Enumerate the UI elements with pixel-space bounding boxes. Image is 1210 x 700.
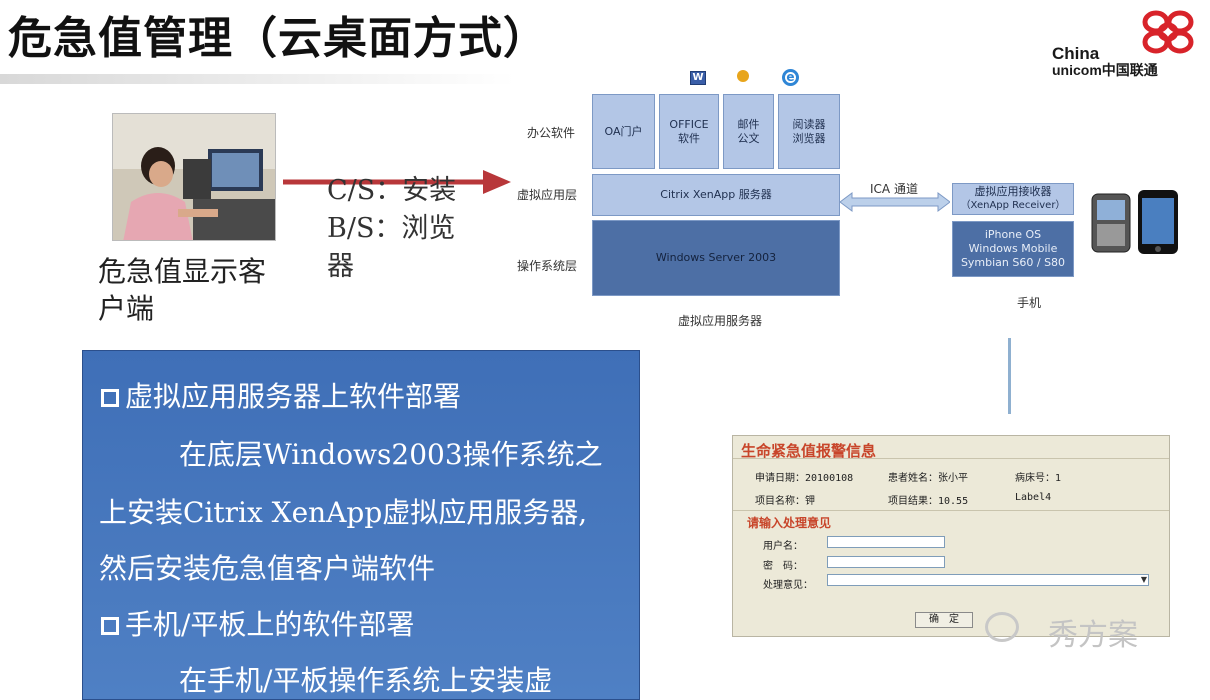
office-box-oa: OA门户 <box>592 94 655 169</box>
apply-date: 申请日期：20100108 <box>755 469 853 484</box>
panel-line-2: 在底层Windows2003操作系统之 <box>179 433 603 473</box>
panel-bullet-2-text: 手机/平板上的软件部署 <box>125 608 414 641</box>
office-box-office: OFFICE 软件 <box>659 94 719 169</box>
windows-server-label: Windows Server 2003 <box>656 251 776 265</box>
title-underline <box>0 74 515 84</box>
office-box-label: 软件 <box>678 132 700 146</box>
square-bullet-icon <box>101 617 119 635</box>
server-caption: 虚拟应用服务器 <box>678 312 762 329</box>
phone-caption: 手机 <box>1017 294 1041 311</box>
form-divider <box>733 510 1169 511</box>
opinion-select[interactable]: ▼ <box>827 574 1149 586</box>
client-label-line2: 户端 <box>98 287 154 327</box>
square-bullet-icon <box>101 389 119 407</box>
label4: Label4 <box>1015 492 1051 503</box>
patient-name: 患者姓名：张小平 <box>888 469 968 484</box>
item-name: 项目名称：钾 <box>755 492 815 507</box>
confirm-button[interactable]: 确 定 <box>915 612 973 628</box>
username-label: 用户名： <box>763 537 803 552</box>
panel-bullet-2: 手机/平板上的软件部署 <box>101 603 414 643</box>
password-label: 密 码： <box>763 557 803 572</box>
unicom-knot-icon <box>1128 8 1208 58</box>
office-box-label: 邮件 <box>738 118 760 132</box>
item-result: 项目结果：10.55 <box>888 492 968 507</box>
panel-bullet-1: 虚拟应用服务器上软件部署 <box>101 375 461 415</box>
layer-label-virtual: 虚拟应用层 <box>517 186 577 203</box>
ie-icon: e <box>782 69 799 86</box>
phones-icon <box>1090 190 1182 256</box>
bs-browser-text: B/S：浏览 <box>327 206 455 245</box>
panel-bullet-1-text: 虚拟应用服务器上软件部署 <box>125 380 461 413</box>
receiver-box: 虚拟应用接收器 （XenApp Receiver） <box>952 183 1074 215</box>
client-photo <box>112 113 276 241</box>
form-divider <box>733 458 1169 459</box>
office-box-reader: 阅读器 浏览器 <box>778 94 840 169</box>
alert-form-window: 生命紧急值报警信息 申请日期：20100108 患者姓名：张小平 病床号：1 项… <box>732 435 1170 637</box>
office-box-mail: 邮件 公文 <box>723 94 774 169</box>
windows-server-box: Windows Server 2003 <box>592 220 840 296</box>
office-box-label: 浏览器 <box>793 132 826 146</box>
wechat-icon <box>985 612 1019 642</box>
page-title: 危急值管理（云桌面方式） <box>8 2 548 66</box>
logo-text-unicom: unicom中国联通 <box>1052 60 1158 80</box>
office-box-label: OFFICE <box>669 118 708 132</box>
mobile-os-label: Symbian S60 / S80 <box>961 256 1065 270</box>
cs-install-text: C/S：安装 <box>327 168 456 207</box>
dropdown-arrow-icon[interactable]: ▼ <box>1141 575 1147 584</box>
xenapp-server-label: Citrix XenApp 服务器 <box>660 188 771 202</box>
handle-label: 处理意见： <box>763 576 813 591</box>
layer-label-os: 操作系统层 <box>517 257 577 274</box>
office-box-label: OA门户 <box>605 125 643 139</box>
watermark-text: 秀方案 <box>1048 610 1138 654</box>
office-box-label: 公文 <box>738 132 760 146</box>
lotus-notes-icon <box>737 70 749 82</box>
panel-line-4: 然后安装危急值客户端软件 <box>99 547 435 587</box>
china-unicom-logo: China unicom中国联通 <box>1050 8 1210 93</box>
mobile-os-label: Windows Mobile <box>969 242 1058 256</box>
client-label-line1: 危急值显示客 <box>98 250 266 290</box>
description-panel: 虚拟应用服务器上软件部署 在底层Windows2003操作系统之 上安装Citr… <box>82 350 640 700</box>
word-icon: W <box>690 71 706 85</box>
receiver-label: 虚拟应用接收器 <box>975 185 1052 199</box>
password-input[interactable] <box>827 556 945 568</box>
username-input[interactable] <box>827 536 945 548</box>
mobile-os-box: iPhone OS Windows Mobile Symbian S60 / S… <box>952 221 1074 277</box>
double-arrow-icon <box>840 192 950 212</box>
office-box-label: 阅读器 <box>793 118 826 132</box>
bed-number: 病床号：1 <box>1015 469 1061 484</box>
mobile-os-label: iPhone OS <box>985 228 1041 242</box>
panel-line-3: 上安装Citrix XenApp虚拟应用服务器, <box>99 491 587 531</box>
receiver-label: （XenApp Receiver） <box>961 199 1066 213</box>
opinion-title: 请输入处理意见 <box>747 514 831 531</box>
xenapp-server-box: Citrix XenApp 服务器 <box>592 174 840 216</box>
panel-line-6: 在手机/平板操作系统上安装虚 <box>179 659 552 699</box>
bs-browser-text-2: 器 <box>327 244 354 283</box>
connector-line <box>1008 338 1011 414</box>
layer-label-office: 办公软件 <box>527 124 575 141</box>
